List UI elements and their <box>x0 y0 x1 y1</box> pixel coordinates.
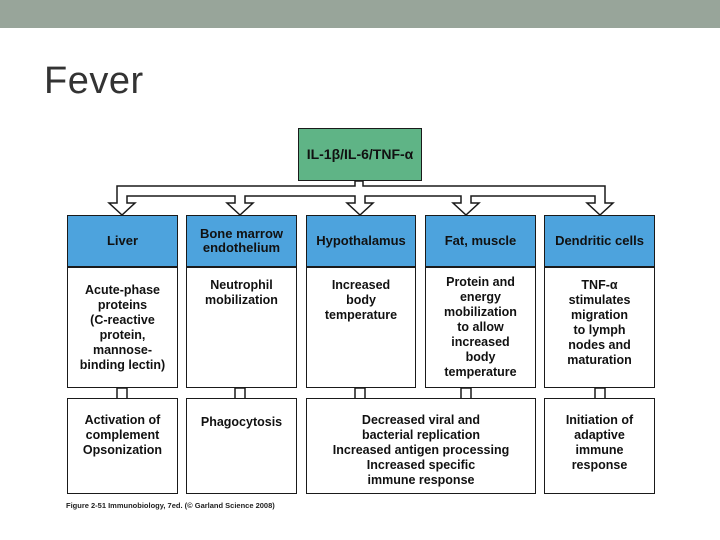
column-header-fat-muscle: Fat, muscle <box>425 215 536 267</box>
figure-caption: Figure 2-51 Immunobiology, 7ed. (© Garla… <box>66 501 275 510</box>
outcome-replication-and-immune-response: Decreased viral and bacterial replicatio… <box>306 398 536 494</box>
outcome-complement: Activation of complement Opsonization <box>67 398 178 494</box>
column-effect-hypothalamus: Increased body temperature <box>306 267 416 388</box>
slide-title: Fever <box>44 60 144 102</box>
distribution-arrow <box>107 180 615 217</box>
column-header-bone-marrow: Bone marrow endothelium <box>186 215 297 267</box>
column-header-liver: Liver <box>67 215 178 267</box>
column-effect-liver: Acute-phase proteins (C-reactive protein… <box>67 267 178 388</box>
outcome-phagocytosis: Phagocytosis <box>186 398 297 494</box>
outcome-adaptive-immunity: Initiation of adaptive immune response <box>544 398 655 494</box>
column-header-hypothalamus: Hypothalamus <box>306 215 416 267</box>
cytokine-root-box: IL-1β/IL-6/TNF-α <box>298 128 422 181</box>
column-header-dendritic-cells: Dendritic cells <box>544 215 655 267</box>
column-effect-bone-marrow: Neutrophil mobilization <box>186 267 297 388</box>
top-accent-bar <box>0 0 720 28</box>
column-effect-fat-muscle: Protein and energy mobilization to allow… <box>425 267 536 388</box>
column-effect-dendritic-cells: TNF-α stimulates migration to lymph node… <box>544 267 655 388</box>
